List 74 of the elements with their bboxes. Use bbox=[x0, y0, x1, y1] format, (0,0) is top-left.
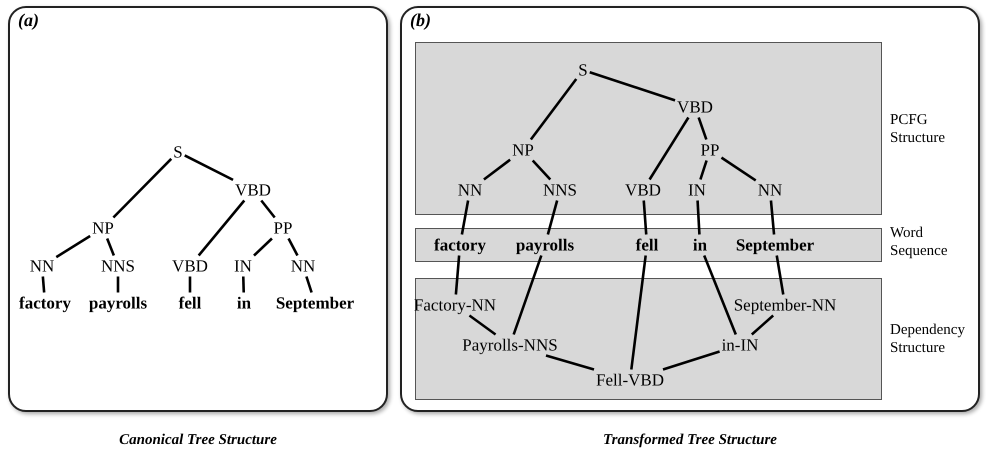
tree-node-label: VBD bbox=[171, 256, 209, 276]
tree-node-label: NNS bbox=[100, 256, 136, 276]
tree-node-label: September-NN bbox=[732, 296, 838, 314]
word-label: September bbox=[274, 294, 356, 312]
tree-node-label: VBD bbox=[624, 180, 662, 200]
tree-branch bbox=[696, 200, 701, 235]
word-label: payrolls bbox=[88, 294, 148, 312]
tree-branch bbox=[253, 238, 273, 257]
tree-branch bbox=[699, 160, 708, 180]
tree-node-label: PP bbox=[272, 218, 294, 238]
tree-branch bbox=[188, 276, 192, 292]
tree-branch bbox=[750, 314, 774, 336]
tree-node-label: VBD bbox=[234, 180, 272, 200]
tree-branch bbox=[530, 78, 578, 140]
tree-branch bbox=[56, 234, 91, 258]
tree-branch bbox=[770, 200, 776, 235]
tree-branch bbox=[662, 350, 720, 371]
tree-branch bbox=[532, 160, 552, 180]
tree-node-label: IN bbox=[233, 256, 253, 276]
tree-branch bbox=[630, 255, 647, 370]
panel-caption: Canonical Tree Structure bbox=[119, 432, 277, 449]
tree-branch bbox=[512, 255, 543, 335]
tree-node-label: NN bbox=[28, 256, 56, 276]
tree-branch bbox=[648, 116, 690, 180]
tree-branch bbox=[454, 255, 460, 295]
tree-node-label: NN bbox=[756, 180, 784, 200]
tree-node-label: NN bbox=[290, 256, 316, 276]
band-label: PCFG Structure bbox=[890, 110, 946, 146]
tree-branch bbox=[697, 117, 708, 140]
word-label: factory bbox=[18, 294, 72, 312]
tree-node-label: Payrolls-NNS bbox=[461, 336, 559, 354]
tree-branch bbox=[106, 238, 116, 256]
tree-branch bbox=[305, 276, 313, 293]
tree-branch bbox=[242, 276, 246, 293]
tree-branch bbox=[260, 200, 276, 218]
tree-branch bbox=[112, 158, 172, 218]
word-label: fell bbox=[634, 236, 660, 254]
tree-node-label: NN bbox=[456, 180, 484, 200]
tree-node-label: Fell-VBD bbox=[595, 370, 665, 390]
tree-node-label: IN bbox=[687, 180, 707, 200]
tree-branch bbox=[546, 200, 558, 235]
word-label: September bbox=[734, 236, 816, 254]
band-label: Word Sequence bbox=[890, 224, 948, 260]
tree-branch bbox=[116, 276, 120, 292]
tree-node-label: PP bbox=[700, 140, 720, 160]
tree-branch bbox=[483, 158, 511, 181]
tree-node-label: NP bbox=[91, 218, 115, 238]
tree-branch bbox=[642, 200, 648, 235]
tree-branch bbox=[460, 200, 470, 235]
word-label: fell bbox=[178, 294, 202, 312]
band-label: Dependency Structure bbox=[890, 321, 966, 357]
tree-branch bbox=[287, 238, 299, 256]
tree-branch bbox=[546, 354, 594, 371]
tree-node-label: VBD bbox=[676, 98, 714, 116]
word-label: factory bbox=[433, 236, 487, 254]
tree-branch bbox=[184, 154, 234, 182]
word-label: payrolls bbox=[514, 236, 576, 254]
panel-heading: (b) bbox=[410, 10, 431, 31]
tree-node-label: NNS bbox=[542, 180, 578, 200]
tree-node-label: S bbox=[577, 60, 589, 80]
tree-branch bbox=[589, 71, 676, 102]
tree-branch bbox=[720, 156, 756, 182]
word-label: in bbox=[692, 236, 708, 254]
tree-branch bbox=[42, 276, 46, 293]
tree-branch bbox=[775, 255, 785, 295]
tree-branch bbox=[198, 200, 246, 256]
word-label: in bbox=[236, 294, 252, 312]
tree-node-label: in-IN bbox=[720, 336, 760, 354]
tree-branch bbox=[468, 314, 496, 336]
tree-node-label: NP bbox=[511, 140, 535, 160]
tree-branch bbox=[703, 255, 737, 335]
tree-node-label: S bbox=[172, 142, 184, 162]
panel-heading: (a) bbox=[18, 10, 39, 31]
panel-caption: Transformed Tree Structure bbox=[603, 432, 777, 449]
